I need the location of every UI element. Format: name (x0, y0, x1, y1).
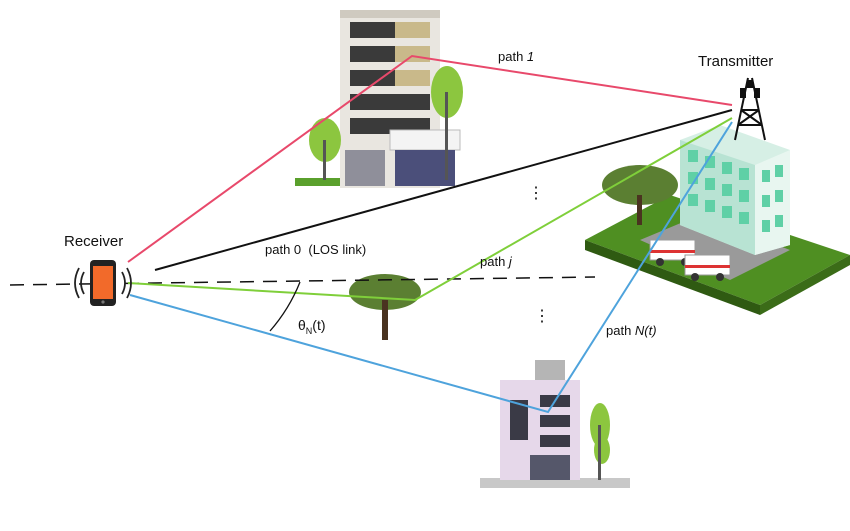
angle-label: θN(t) (298, 317, 326, 336)
transmitter-label: Transmitter (698, 53, 773, 70)
path-0-label: path 0 (LOS link) (265, 242, 366, 257)
angle-arc (269, 281, 301, 332)
path-0-line (154, 109, 733, 271)
path-1-label: path 1 (498, 49, 534, 64)
path-j-label: path j (480, 254, 513, 269)
building-transmitter (585, 77, 850, 315)
ellipsis-upper: ⋮ (528, 185, 544, 202)
receiver-phone-icon (74, 260, 132, 306)
receiver-label: Receiver (64, 233, 123, 250)
path-n-line (129, 121, 733, 414)
path-1-line (127, 54, 733, 263)
ambulance-icon (684, 254, 731, 281)
building-bottom (480, 360, 630, 488)
tree-scatterer (349, 274, 421, 340)
path-n-label: path N(t) (606, 323, 657, 338)
path-j-line (127, 117, 733, 302)
ellipsis-lower: ⋮ (534, 308, 550, 325)
building-top (295, 10, 463, 188)
